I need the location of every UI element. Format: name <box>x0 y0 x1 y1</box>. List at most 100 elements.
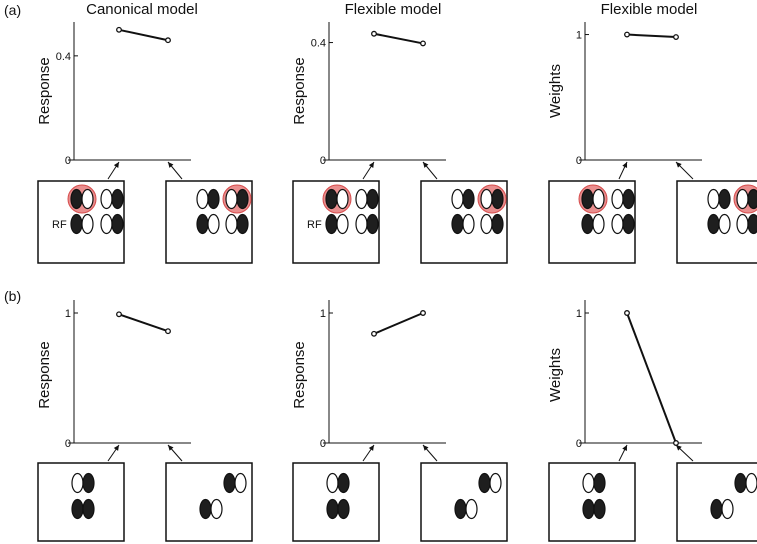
data-point <box>673 34 679 41</box>
y-tick-label: 0 <box>576 438 582 450</box>
y-axis-label: Weights <box>547 64 564 118</box>
stimulus-box <box>165 462 253 542</box>
grating-half <box>337 472 350 494</box>
grating-half <box>325 188 338 210</box>
data-point <box>624 31 630 38</box>
data-point <box>371 330 377 337</box>
panel-title: Flexible model <box>601 1 698 18</box>
grating-half <box>225 188 238 210</box>
grating-half <box>71 472 84 494</box>
grating-half <box>480 188 493 210</box>
grating-half <box>582 472 595 494</box>
grating-half <box>81 188 94 210</box>
grating-half <box>196 213 209 235</box>
panel-title: Flexible model <box>345 1 442 18</box>
data-point <box>116 26 122 33</box>
grating-half <box>581 188 594 210</box>
grating-half <box>718 188 731 210</box>
grating-half <box>111 188 124 210</box>
y-tick-label: 1 <box>576 308 582 320</box>
grating-half <box>491 213 504 235</box>
stimulus-box <box>420 180 508 264</box>
series-line <box>626 312 677 444</box>
stimulus-box <box>165 180 253 264</box>
row-label: (b) <box>4 288 21 304</box>
grating-half <box>199 498 212 520</box>
grating-half <box>721 498 734 520</box>
grating-half <box>462 213 475 235</box>
grating-half <box>225 213 238 235</box>
grating-half <box>451 213 464 235</box>
series-line <box>373 312 424 335</box>
grating-half <box>592 213 605 235</box>
grating-half <box>325 213 338 235</box>
y-axis-label: Response <box>291 341 308 409</box>
grating-half <box>100 213 113 235</box>
arrow-head <box>622 445 627 451</box>
grating-half <box>747 213 757 235</box>
y-axis-label: Response <box>291 57 308 125</box>
grating-half <box>223 472 236 494</box>
grating-half <box>454 498 467 520</box>
series-line <box>626 33 677 39</box>
arrow-head <box>423 445 429 451</box>
grating-half <box>70 188 83 210</box>
grating-half <box>710 498 723 520</box>
stimulus-box: RF <box>292 180 380 264</box>
arrow-head <box>113 445 119 451</box>
series-line <box>373 32 424 45</box>
grating-half <box>707 188 720 210</box>
grating-half <box>581 213 594 235</box>
grating-half <box>326 472 339 494</box>
grating-half <box>611 213 624 235</box>
grating-half <box>465 498 478 520</box>
grating-half <box>366 188 379 210</box>
series-line <box>118 313 169 333</box>
y-tick-label: 1 <box>320 308 326 320</box>
y-axis-label: Response <box>36 341 53 409</box>
grating-half <box>747 188 757 210</box>
grating-half <box>234 472 247 494</box>
grating-half <box>100 188 113 210</box>
grating-half <box>489 472 502 494</box>
grating-half <box>82 472 95 494</box>
grating-half <box>336 188 349 210</box>
arrow-head <box>423 162 429 168</box>
series-line <box>118 28 169 42</box>
grating-half <box>480 213 493 235</box>
data-point <box>116 311 122 318</box>
grating-half <box>207 213 220 235</box>
arrow-head <box>168 445 174 451</box>
grating-half <box>622 188 635 210</box>
grating-half <box>326 498 339 520</box>
data-point <box>624 310 630 316</box>
grating-half <box>355 188 368 210</box>
arrow-head <box>368 162 374 168</box>
grating-half <box>622 213 635 235</box>
arrow-head <box>622 162 628 168</box>
row-label: (a) <box>4 2 21 18</box>
grating-half <box>236 188 249 210</box>
y-axis-label: Response <box>36 57 53 125</box>
data-point <box>165 37 171 44</box>
stimulus-box <box>548 180 636 264</box>
stimulus-box <box>548 462 636 542</box>
arrow-head <box>113 162 119 168</box>
stimulus-box <box>292 462 380 542</box>
rf-label: RF <box>307 219 322 231</box>
grating-half <box>582 498 595 520</box>
arrow-head <box>676 162 682 168</box>
y-tick-label: 1 <box>576 30 582 42</box>
grating-half <box>734 472 747 494</box>
grating-half <box>745 472 757 494</box>
y-tick-label: 0 <box>65 155 71 167</box>
data-point <box>371 30 377 37</box>
grating-half <box>196 188 209 210</box>
grating-half <box>71 498 84 520</box>
grating-half <box>70 213 83 235</box>
grating-half <box>366 213 379 235</box>
